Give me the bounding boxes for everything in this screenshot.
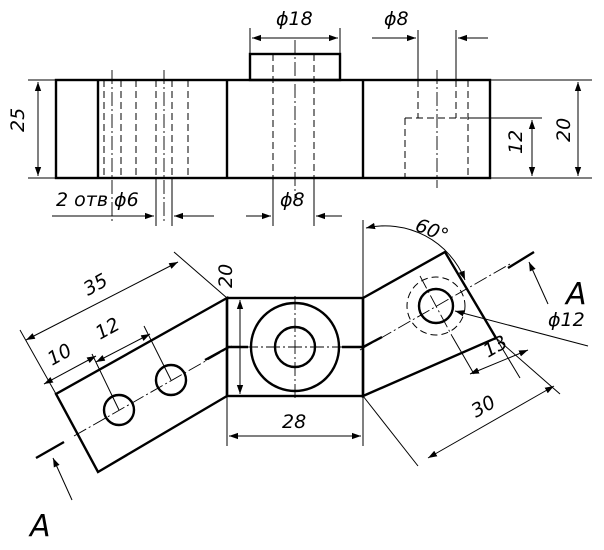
- top-view: A A 35 12 10 20: [19, 214, 589, 544]
- dimension-center-width: 28: [226, 396, 364, 446]
- dimension-label: ϕ8: [280, 189, 305, 211]
- front-view: ϕ18 ϕ8 25 20 12: [7, 8, 592, 226]
- dimension-length-left: 35: [19, 251, 228, 395]
- dimension-label: 2 отв ϕ6: [56, 189, 139, 211]
- dimension-label: 35: [80, 269, 112, 300]
- dimension-hole-center: ϕ8: [246, 178, 342, 226]
- section-mark: [204, 346, 228, 362]
- dimension-label: 30: [468, 391, 500, 422]
- dimension-boss-diameter: ϕ18: [249, 8, 341, 54]
- dimension-label: ϕ12: [548, 309, 585, 331]
- dimension-length-right: 30: [362, 337, 561, 467]
- section-mark: [362, 335, 383, 349]
- dimension-hole-diameter-top: ϕ8: [372, 8, 488, 80]
- dimension-hole-right: ϕ12: [454, 309, 589, 347]
- dimension-label: 20: [553, 118, 575, 142]
- section-arrow-left: A: [28, 440, 73, 544]
- section-arrow-right: A: [507, 250, 587, 312]
- top-view-hole-right: [417, 287, 455, 325]
- front-view-hidden-hole-center: [272, 40, 315, 200]
- top-view-hole-left-2: [154, 363, 188, 397]
- dimension-holes-left: 2 отв ϕ6: [52, 178, 214, 226]
- dimension-width: 20: [215, 264, 244, 394]
- dimension-depth: 12: [468, 117, 542, 176]
- dimension-offset: 13: [451, 331, 529, 379]
- top-view-hole-left-1: [102, 393, 136, 427]
- dimension-label: 25: [7, 108, 29, 132]
- dimension-label: ϕ18: [276, 8, 313, 30]
- top-view-right-arm: [361, 250, 498, 398]
- front-view-hidden-hole-right: [404, 70, 469, 188]
- dimension-height-right: 20: [490, 79, 592, 179]
- dimension-label: 60°: [412, 214, 451, 247]
- dimension-label: ϕ8: [384, 8, 409, 30]
- dimension-label: 20: [215, 264, 237, 288]
- dimension-label: 12: [505, 130, 527, 154]
- top-view-left-arm: [54, 295, 229, 474]
- front-view-hidden-holes-left: [103, 70, 189, 222]
- dimension-label: 10: [44, 339, 76, 370]
- dimension-angle: 60°: [362, 214, 466, 298]
- dimension-label: 12: [92, 313, 124, 344]
- dimension-label: 28: [282, 411, 306, 433]
- dimension-height-total: 25: [7, 79, 56, 179]
- section-label: A: [564, 277, 587, 312]
- section-label: A: [28, 509, 51, 544]
- dimension-spacing: 12: [91, 313, 172, 411]
